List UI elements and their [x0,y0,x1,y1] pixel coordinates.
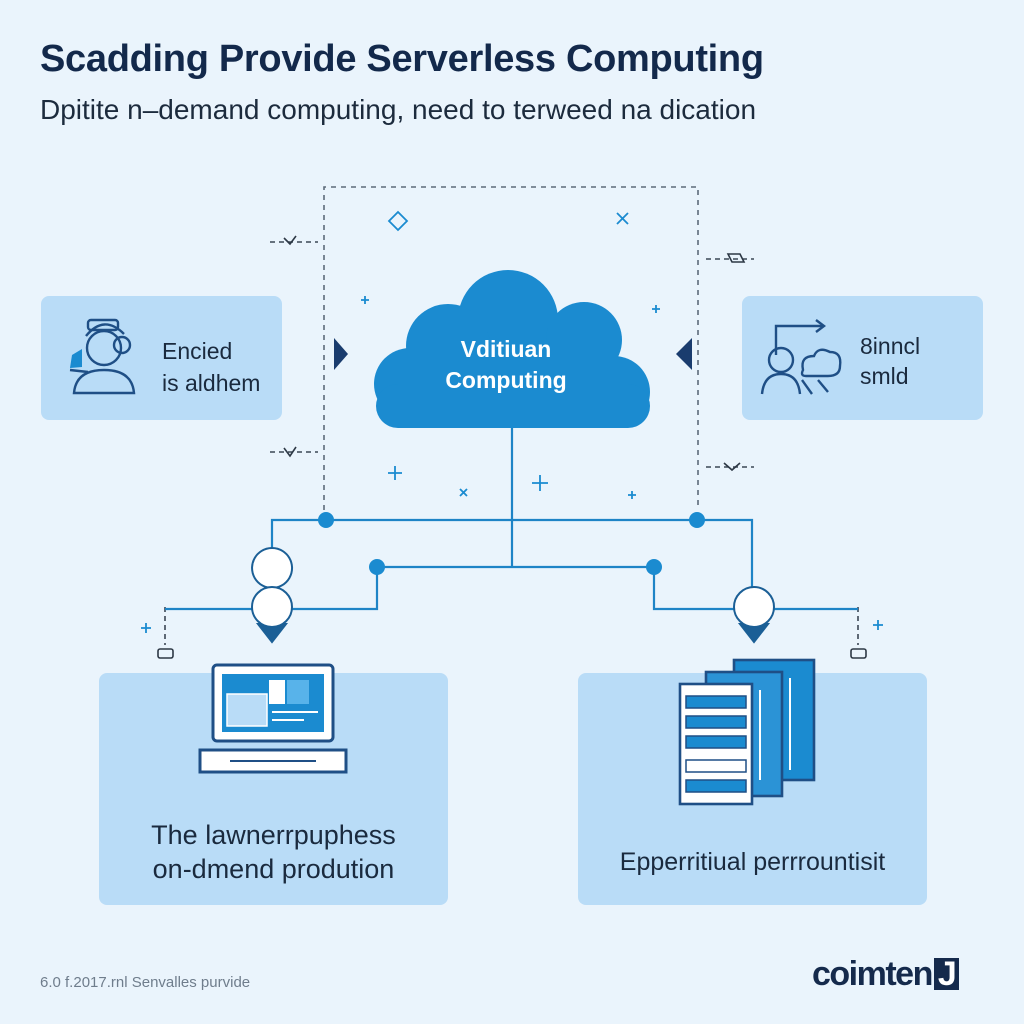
right-card [742,296,983,420]
right-arrowhead [676,338,692,370]
right-card-line2: smld [860,363,909,389]
footer-caption: 6.0 f.2017.rnl Senvalles purvide [40,974,251,991]
right-card-line1: 8inncl [860,333,921,359]
user-cloud-icon [760,319,842,395]
user-headset-icon [69,318,136,395]
server-rack-icon [678,658,816,806]
left-card-line2: is aldhem [162,370,261,396]
pin-right [733,586,775,644]
laptop-icon [198,663,348,774]
stub-markers [157,235,867,659]
cloud-label-line2: Computing [445,367,567,393]
bottom-left-card-line1: The lawnerrpuphess [151,820,396,850]
left-card-line1: Encied [162,338,233,364]
junction-dots [318,512,705,575]
left-card-label: Encied is aldhem [162,335,260,399]
bottom-right-card-label: Epperritiual perrrountisit [578,846,927,878]
cloud-label: Vditiuan Computing [386,334,626,396]
cloud-label-line1: Vditiuan [460,336,552,362]
dashed-frame [323,186,699,510]
bottom-left-card-label: The lawnerrpuphess on-dmend prodution [99,818,448,886]
left-arrowhead [334,338,348,370]
bottom-left-card-line2: on-dmend prodution [152,854,395,884]
logo-text: coimten [812,955,933,993]
page-title: Scadding Provide Serverless Computing [40,38,764,80]
page-subtitle: Dpitite n–demand computing, need to terw… [40,94,757,125]
bottom-right-card-line1: Epperritiual perrrountisit [619,848,886,876]
logo-mark: J [933,957,960,991]
cloud-shape [374,270,650,428]
sparkles [141,210,883,633]
dashed-stubs [164,241,859,645]
right-card-label: 8inncl smld [860,331,920,391]
pin-left [251,547,293,644]
